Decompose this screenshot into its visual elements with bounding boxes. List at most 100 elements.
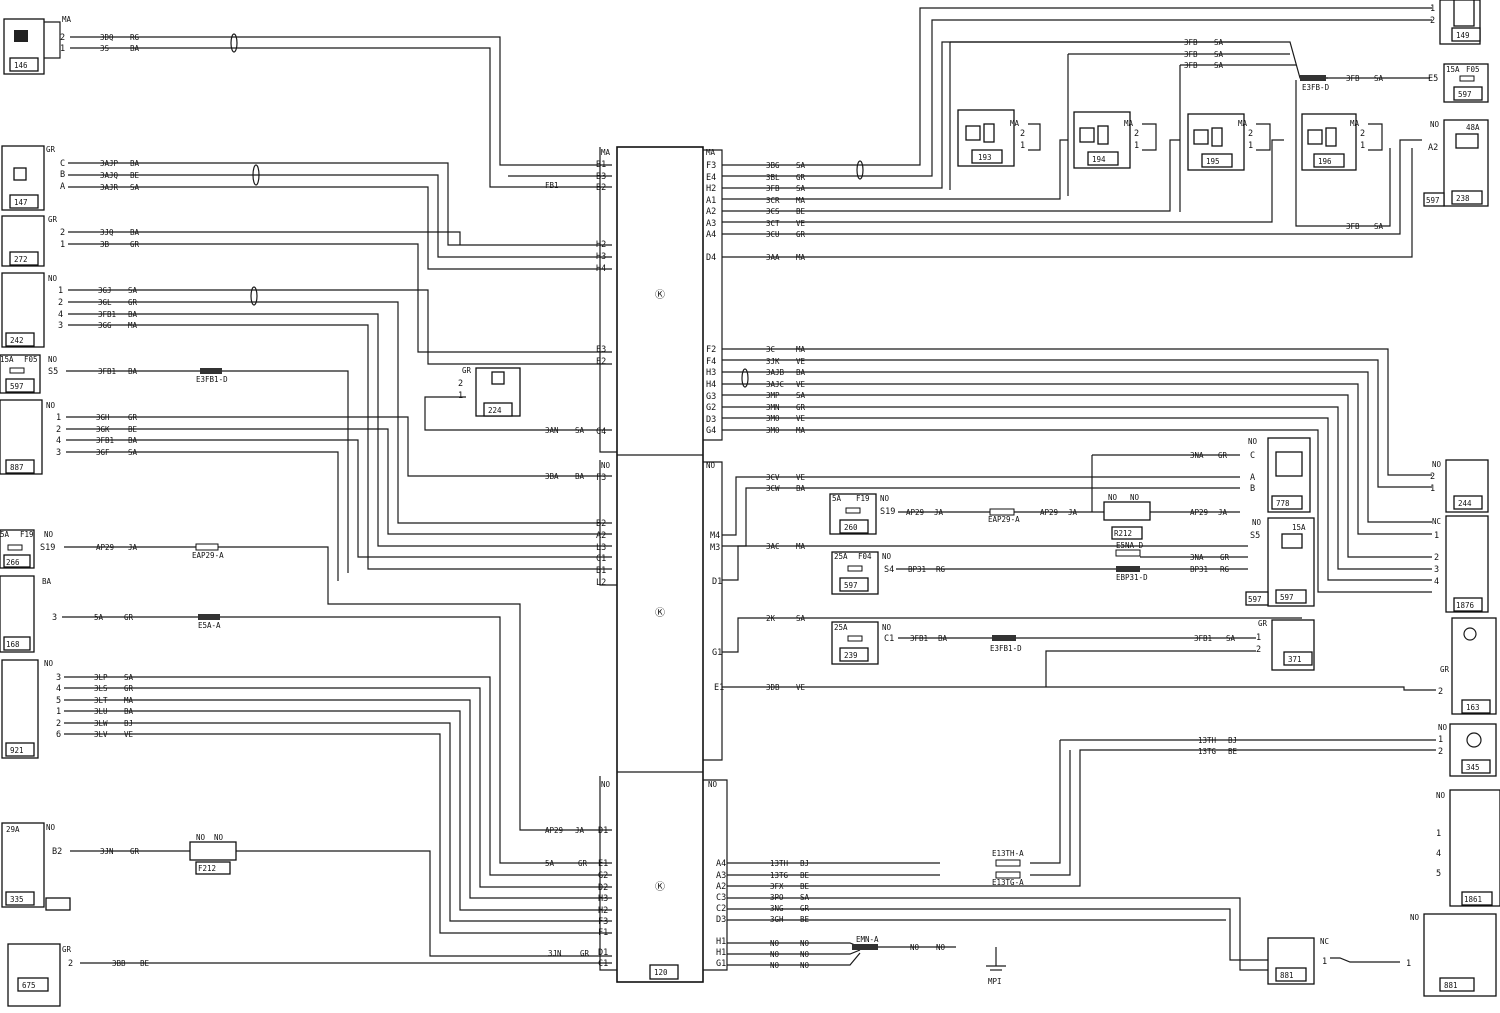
wire-color: SA [575, 426, 585, 435]
component-pin: 1 [1406, 959, 1411, 969]
component-597-15a-mid: 239 25A NO C1 [831, 621, 894, 665]
ecu-pin: E1 [598, 859, 608, 869]
wire-label: 3JQ [100, 228, 114, 237]
component-pin: 4 [56, 436, 61, 446]
ecu-pin: D2 [598, 883, 608, 893]
wire-label: 3AJB [766, 368, 785, 377]
wire-label: 3LP [94, 673, 108, 682]
component-pin: S19 [880, 507, 895, 517]
ecu-pin: B1 [596, 566, 606, 576]
component-pin: 1 [1438, 735, 1443, 745]
wire-label: NO [770, 961, 780, 970]
component-pin: 2 [1434, 553, 1439, 563]
wire-color: GR [578, 859, 588, 868]
component-pin: C [1250, 451, 1255, 461]
component-id: 675 [22, 981, 36, 990]
component-header: NO [1252, 518, 1262, 527]
component-pin: E5 [1428, 74, 1438, 84]
wire-label: 3LT [94, 696, 108, 705]
wire-color: NO [800, 939, 810, 948]
component-id: 345 [1466, 763, 1480, 772]
wire-color: GR [800, 904, 810, 913]
component-header: MA [1010, 119, 1020, 128]
wire-label: 3FB1 [910, 634, 928, 643]
wire-color: VE [796, 473, 806, 482]
wire-color: VE [124, 730, 134, 739]
wire-label: 3MN [766, 403, 780, 412]
ecu-pin: A1 [706, 196, 716, 206]
component-header: NO [1410, 913, 1420, 922]
wire-label: 13TG [770, 871, 789, 880]
ecu-pin: A2 [716, 882, 726, 892]
connector-no: NO [1130, 493, 1140, 502]
wire-label: 3JN [548, 949, 562, 958]
ecu-pin: G2 [706, 403, 716, 413]
ecu-pin: D1 [712, 577, 722, 587]
component-id: 239 [844, 651, 858, 660]
wire-color: SA [796, 184, 806, 193]
ecu-symbol-bot: Ⓚ [655, 881, 665, 893]
component-header: NO [882, 552, 892, 561]
ecu-pin: L2 [596, 578, 606, 588]
component-pin: 1 [1436, 829, 1441, 839]
component-id: 881 [1280, 971, 1294, 980]
component-pin: 2 [1256, 645, 1261, 655]
wire-color: SA [1214, 50, 1224, 59]
wire-label: 3FB1 [98, 367, 116, 376]
wire-label: 3MP [766, 391, 780, 400]
ecu-pin: F3 [706, 161, 716, 171]
component-881-a: 881 NC 1 [1267, 937, 1400, 985]
component-id: 242 [10, 336, 24, 345]
wire-label: 3DB [766, 683, 780, 692]
wire-color: BA [938, 634, 948, 643]
ecu-pin: H1 [716, 948, 726, 958]
ecu-right-pins-mid: M4 M3 D1 G1 E1 [710, 531, 724, 693]
fuse-id: F04 [858, 552, 872, 561]
component-pin: 1 [1430, 4, 1435, 14]
component-header: GR [1440, 665, 1450, 674]
wire-color: MA [796, 196, 806, 205]
fuse-rating: 15A [0, 355, 14, 364]
wire-label: 3BG [766, 161, 780, 170]
component-id: 196 [1318, 157, 1332, 166]
connector-no: NO [196, 833, 206, 842]
wire-label: NO [770, 939, 780, 948]
component-194: 194 MA 2 1 [1073, 111, 1157, 169]
component-header: NO [1430, 120, 1440, 129]
wire-color: SA [1214, 38, 1224, 47]
component-pin: C [60, 159, 65, 169]
wire-label: 3AJC [766, 380, 784, 389]
component-pin: 2 [1248, 129, 1253, 139]
component-pin: 4 [56, 684, 61, 694]
component-260: 260 5A F19 NO S19 [829, 493, 895, 535]
wire-label: 3CV [766, 473, 780, 482]
wire-label: 3FB [1346, 74, 1360, 83]
component-pin: 2 [1430, 16, 1435, 26]
wire-color: SA [800, 893, 810, 902]
component-597-25a: 597 25A F04 NO S4 [831, 551, 894, 595]
component-345: 345 NO 1 2 [1438, 723, 1497, 777]
ecu-pin: B2 [596, 183, 606, 193]
component-pin: 2 [458, 379, 463, 389]
ecu-left-pins-mid: F3 B2 A2 L3 C1 B1 L2 [596, 473, 606, 588]
component-597-left: 597 15A F05 NO S5 [0, 354, 58, 394]
ecu-pin: H4 [706, 380, 716, 390]
wire-color: BE [128, 425, 138, 434]
wire-label: 3JN [100, 847, 114, 856]
wire-color: RG [936, 565, 946, 574]
connector-label: R212 [1114, 529, 1132, 538]
component-597-top-right: 597 15A F05 E5 [1428, 63, 1489, 103]
ecu-pin: A4 [716, 859, 726, 869]
wire-color: BE [800, 882, 810, 891]
component-id: 335 [10, 895, 24, 904]
wire-label: 3MO [766, 426, 780, 435]
wire-color: GR [130, 240, 140, 249]
component-pin: S19 [40, 543, 55, 553]
wire-label: 3B [100, 240, 110, 249]
component-149: 149 1 2 [1430, 0, 1481, 45]
component-header: NC [1320, 937, 1329, 946]
component-pin: 1 [58, 286, 63, 296]
wire-color: JA [1068, 508, 1078, 517]
ecu-pin: A2 [706, 207, 716, 217]
component-pin: 3 [56, 448, 61, 458]
